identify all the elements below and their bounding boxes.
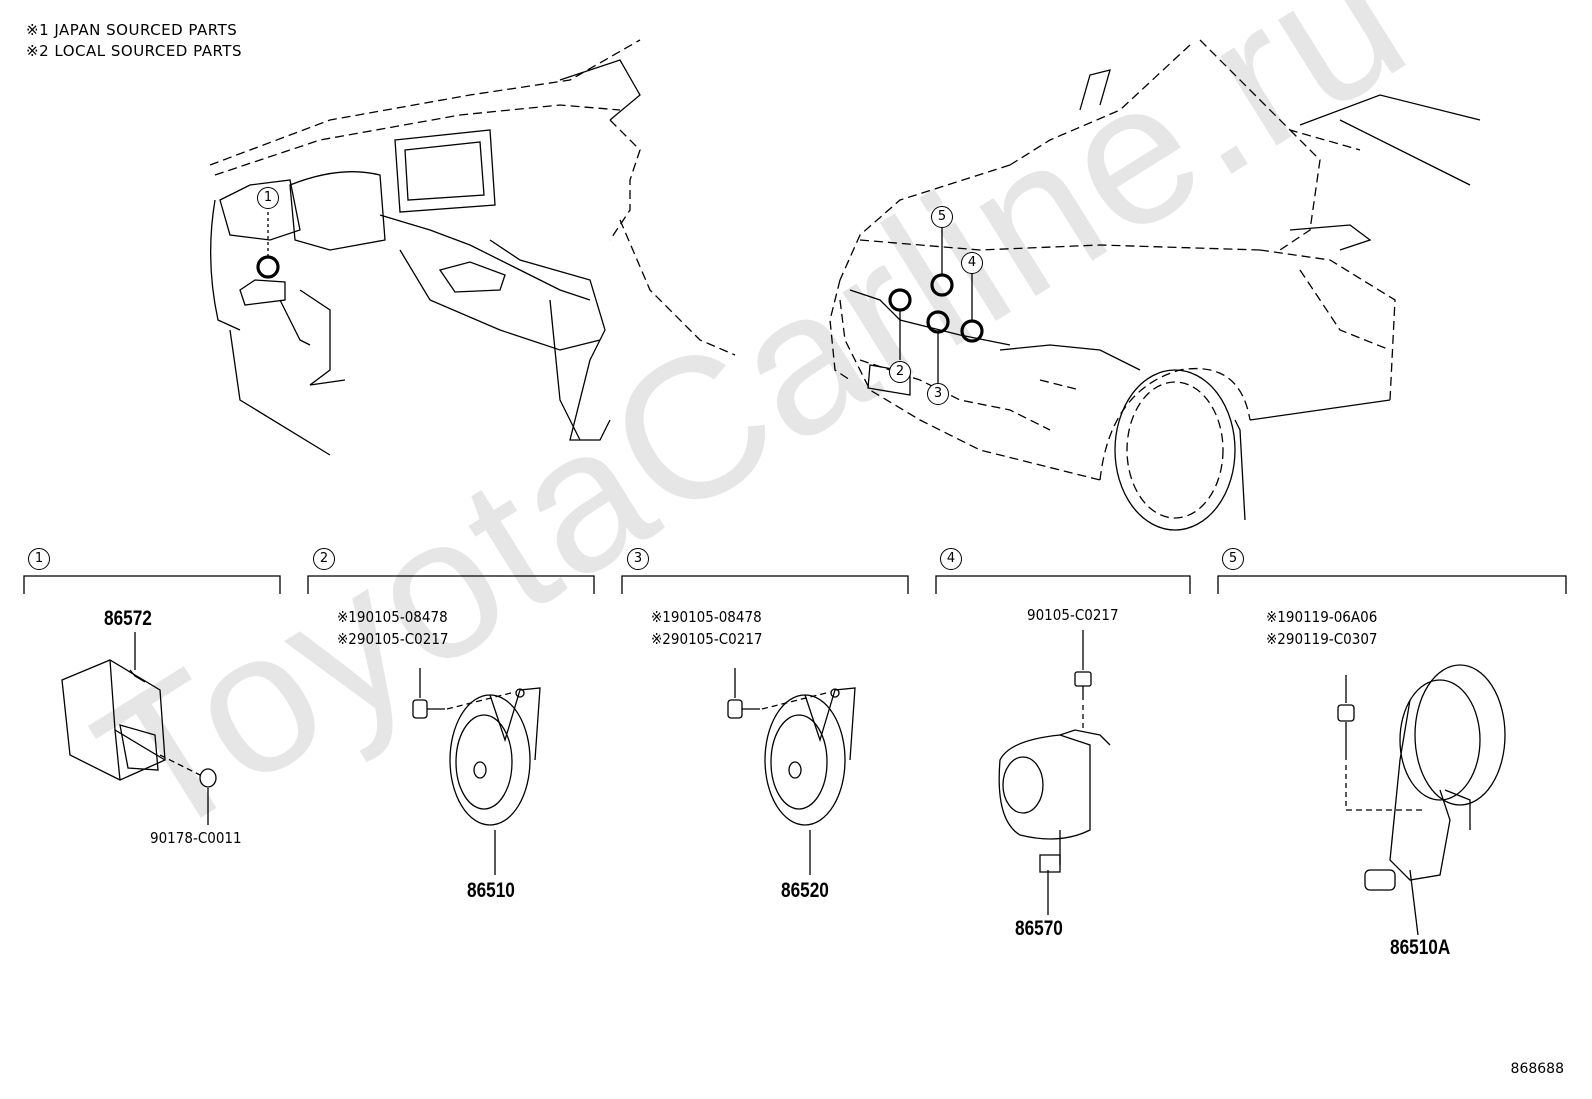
car-front-illustration: [829, 39, 1481, 531]
section-3-local-part[interactable]: ※290105-C0217: [651, 630, 763, 648]
part-86510a-label[interactable]: 86510A: [1390, 936, 1451, 959]
part-86510-drawing: [412, 668, 541, 875]
section-3-japan-part[interactable]: ※190105-08478: [651, 608, 762, 626]
dashboard-illustration: [209, 39, 736, 456]
legend: ※1 JAPAN SOURCED PARTS ※2 LOCAL SOURCED …: [26, 20, 242, 62]
locator-2-callout: 2: [889, 361, 911, 383]
part-86510a-drawing: [1337, 664, 1506, 936]
section-5-local-part[interactable]: ※290119-C0307: [1266, 630, 1378, 648]
part-86572-label[interactable]: 86572: [104, 607, 152, 630]
section-3-index: 3: [627, 548, 649, 570]
locator-1-callout: 1: [257, 187, 279, 209]
section-2-japan-part[interactable]: ※190105-08478: [337, 608, 448, 626]
part-86572-drawing: [61, 632, 217, 825]
section-2-index: 2: [313, 548, 335, 570]
part-86510-label[interactable]: 86510: [467, 879, 515, 902]
section-2-local-part[interactable]: ※290105-C0217: [337, 630, 449, 648]
locator-4-callout: 4: [961, 252, 983, 274]
part-86520-label[interactable]: 86520: [781, 879, 829, 902]
part-86570-drawing: [998, 630, 1111, 915]
legend-local-sourced: ※2 LOCAL SOURCED PARTS: [26, 42, 242, 60]
section-1-index: 1: [28, 548, 50, 570]
section-5-japan-part[interactable]: ※190119-06A06: [1266, 608, 1378, 626]
locator-5-callout: 5: [931, 206, 953, 228]
part-86520-drawing: [727, 668, 856, 875]
catalog-number: 868688: [1510, 1061, 1564, 1077]
part-86570-label[interactable]: 86570: [1015, 917, 1063, 940]
section-4-index: 4: [940, 548, 962, 570]
section-5-index: 5: [1222, 548, 1244, 570]
locator-3-callout: 3: [927, 383, 949, 405]
section-brackets: [23, 575, 1567, 594]
part-90105-c0217-label[interactable]: 90105-C0217: [1027, 606, 1119, 624]
legend-japan-sourced: ※1 JAPAN SOURCED PARTS: [26, 21, 238, 39]
part-90178-c0011-label[interactable]: 90178-C0011: [150, 829, 242, 847]
